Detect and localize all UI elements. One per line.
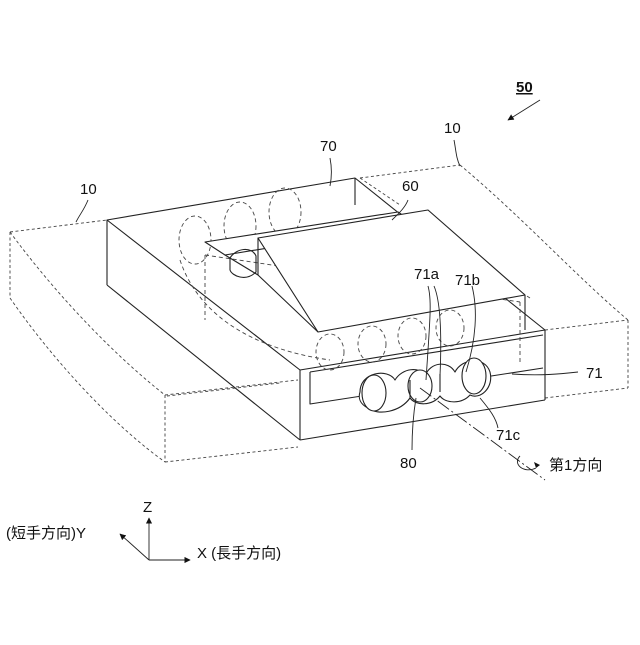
coordinate-axes: [120, 518, 190, 560]
rotation-arrow: [517, 456, 536, 470]
label-60: 60: [402, 178, 419, 195]
label-first-direction: 第1方向: [549, 456, 602, 474]
rotation-arrowhead: [534, 462, 540, 468]
label-70: 70: [320, 138, 337, 155]
label-71b: 71b: [455, 272, 480, 289]
label-71: 71: [586, 365, 603, 382]
label-10-right: 10: [444, 120, 461, 137]
label-80: 80: [400, 455, 417, 472]
axis-y-label: (短手方向)Y: [6, 525, 86, 542]
label-71a: 71a: [414, 266, 440, 283]
label-71c: 71c: [496, 427, 521, 444]
label-10-left: 10: [80, 181, 97, 198]
label-50: 50: [516, 79, 533, 96]
first-direction-axis: [420, 388, 545, 480]
axis-x-label: X (長手方向): [197, 545, 281, 562]
member-60: [205, 210, 525, 332]
tube-71: [359, 358, 490, 412]
axis-z-label: Z: [143, 499, 152, 516]
